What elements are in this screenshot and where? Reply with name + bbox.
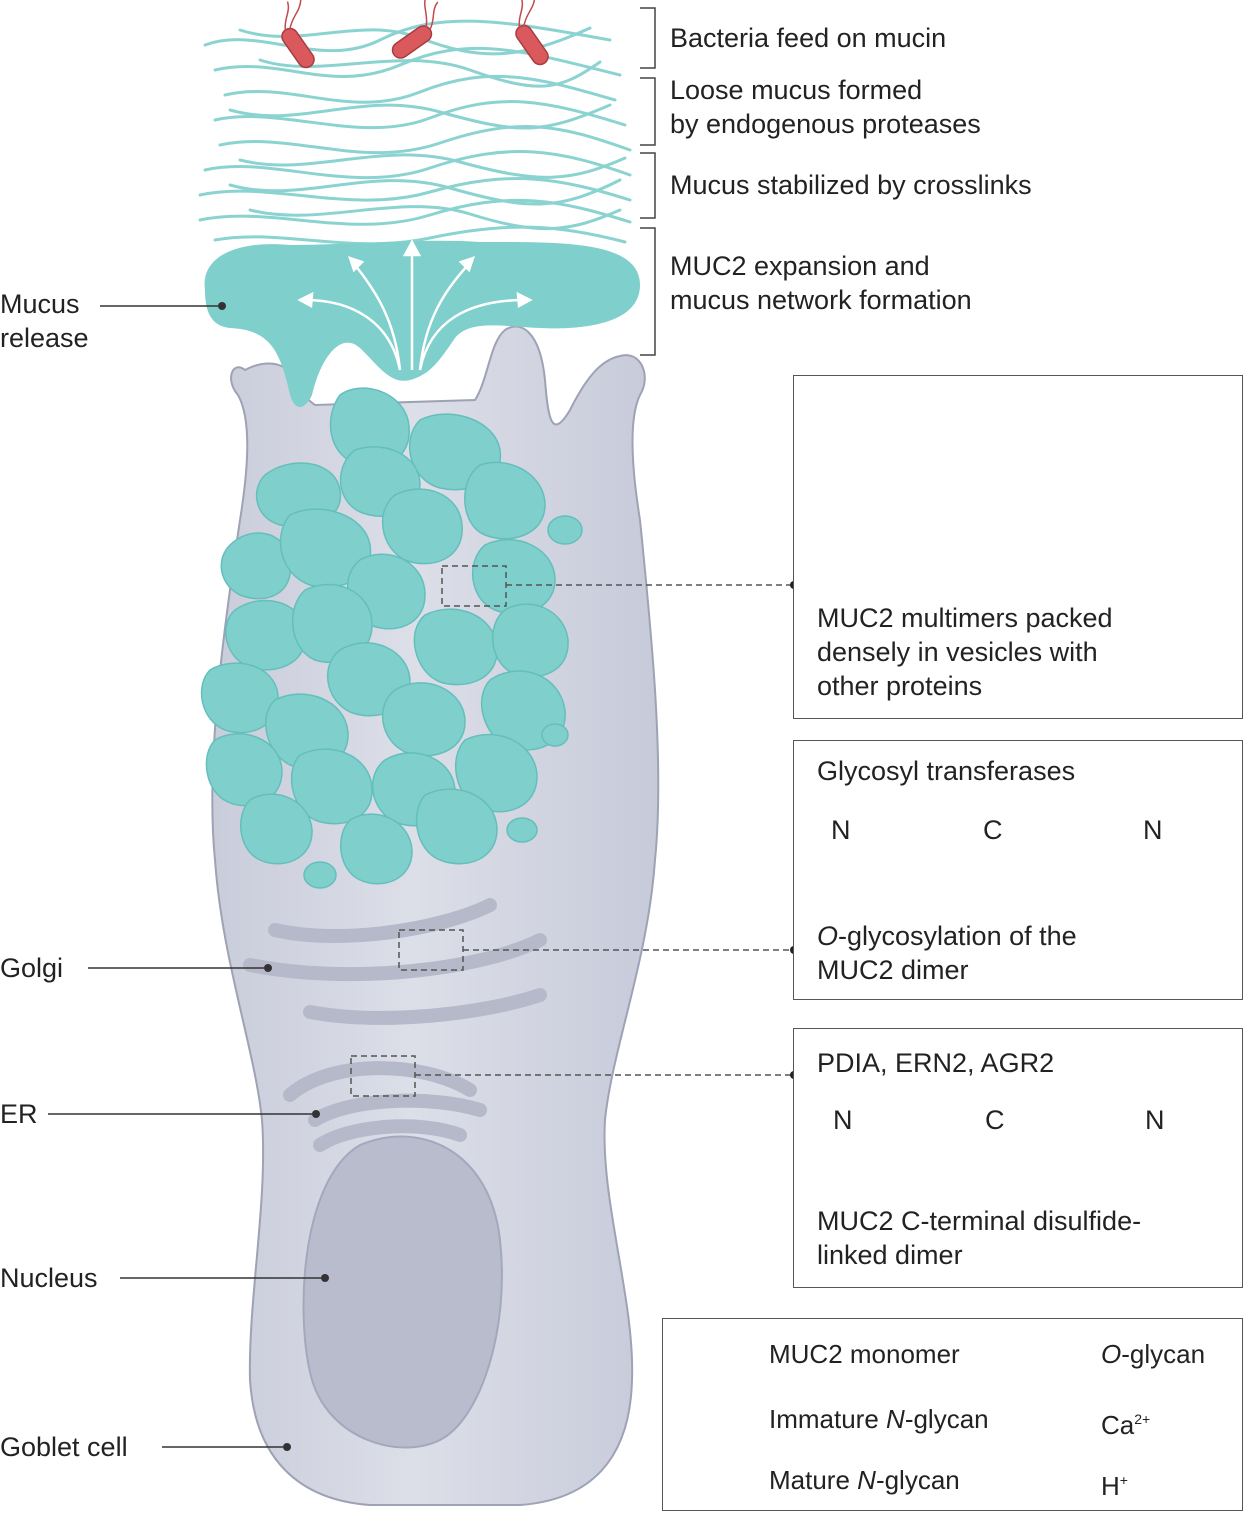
bacterium-1 bbox=[281, 0, 315, 69]
release-arrows bbox=[297, 239, 533, 371]
mucus-release-blob bbox=[204, 240, 640, 408]
legend-panel bbox=[662, 1318, 1243, 1511]
vesicle-detail-panel bbox=[793, 375, 1243, 719]
nucleus bbox=[302, 1135, 503, 1449]
stage-stabilized-label: Mucus stabilized by crosslinks bbox=[670, 170, 1032, 200]
bacteria-group bbox=[281, 0, 549, 69]
vesicle-caption-1: MUC2 multimers packed bbox=[817, 603, 1113, 633]
stage-loose-label-1: Loose mucus formed bbox=[670, 75, 923, 105]
stage-expansion-label-2: mucus network formation bbox=[670, 285, 972, 315]
legend-immature-nglycan-label: Immature N-glycan bbox=[769, 1404, 989, 1434]
stage-expansion-label-1: MUC2 expansion and bbox=[670, 251, 930, 281]
golgi-caption-1: O-glycosylation of the bbox=[817, 921, 1077, 951]
er-label: ER bbox=[0, 1099, 38, 1129]
mucus-release-label-2: release bbox=[0, 323, 89, 353]
legend-monomer-label: MUC2 monomer bbox=[769, 1339, 960, 1369]
golgi bbox=[243, 898, 547, 1025]
er-detail-panel bbox=[793, 1028, 1243, 1288]
stage-loose-label-2: by endogenous proteases bbox=[670, 109, 981, 139]
legend-oglycan-label: O-glycan bbox=[1101, 1339, 1206, 1369]
bacterium-3 bbox=[515, 0, 549, 66]
bacterium-2 bbox=[391, 0, 439, 59]
mucus-strands bbox=[198, 19, 632, 246]
er-c-mid: C bbox=[985, 1105, 1005, 1135]
stage-brackets bbox=[640, 7, 656, 356]
vesicle-caption-2: densely in vesicles with bbox=[817, 637, 1098, 667]
er-caption-2: linked dimer bbox=[817, 1240, 963, 1270]
er-caption-1: MUC2 C-terminal disulfide- bbox=[817, 1206, 1142, 1236]
vesicle-caption-3: other proteins bbox=[817, 671, 983, 701]
golgi-c-mid: C bbox=[983, 815, 1003, 845]
legend-mature-nglycan-label: Mature N-glycan bbox=[769, 1465, 960, 1495]
golgi-label: Golgi bbox=[0, 953, 64, 983]
golgi-n-right: N bbox=[1143, 815, 1163, 845]
mucus-release-label-1: Mucus bbox=[0, 289, 80, 319]
nucleus-label: Nucleus bbox=[0, 1263, 98, 1293]
golgi-detail-panel bbox=[793, 740, 1243, 1000]
legend-proton-label: H+ bbox=[1101, 1471, 1128, 1501]
endoplasmic-reticulum bbox=[283, 1061, 487, 1152]
golgi-n-left: N bbox=[831, 815, 851, 845]
golgi-header: Glycosyl transferases bbox=[817, 756, 1076, 786]
legend-calcium-label: Ca2+ bbox=[1101, 1410, 1151, 1440]
er-n-left: N bbox=[833, 1105, 853, 1135]
er-header: PDIA, ERN2, AGR2 bbox=[817, 1048, 1055, 1078]
stage-bacteria-label: Bacteria feed on mucin bbox=[670, 23, 947, 53]
mucus-release-dot bbox=[218, 302, 226, 310]
leader-lines bbox=[48, 305, 321, 1448]
vesicles bbox=[200, 387, 583, 889]
zoom-boxes bbox=[350, 565, 793, 1097]
golgi-caption-2: MUC2 dimer bbox=[817, 955, 969, 985]
er-n-right: N bbox=[1145, 1105, 1165, 1135]
goblet-cell-label: Goblet cell bbox=[0, 1432, 128, 1462]
